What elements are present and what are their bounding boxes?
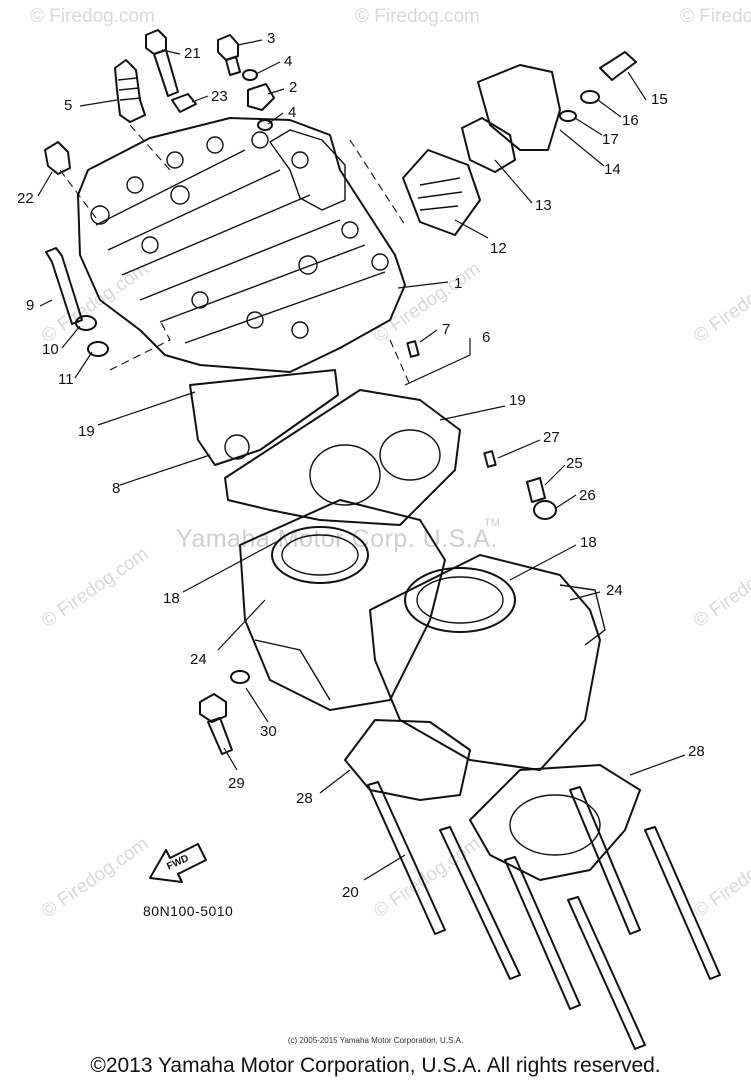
callout-4: 4 [288, 104, 297, 121]
callout-2: 2 [289, 79, 298, 96]
drain-bolt-and-washer [199, 670, 250, 755]
callout-17: 17 [602, 131, 619, 148]
callout-25: 25 [566, 455, 583, 472]
thermostat-housing [402, 51, 637, 236]
drawing-code: 80N100-5010 [143, 903, 234, 919]
forward-arrow-icon: FWD [149, 843, 207, 883]
callout-27: 27 [543, 429, 560, 446]
watermark-site: © Firedog.com [680, 6, 751, 27]
callout-24: 24 [190, 651, 207, 668]
small-copyright: (c) 2005-2015 Yamaha Motor Corporation, … [287, 1036, 464, 1045]
cylinder-head-cover [77, 117, 406, 373]
callout-9: 9 [26, 297, 35, 314]
watermark-site: © Firedog.com [355, 6, 480, 27]
cylinders [239, 499, 606, 771]
callout-13: 13 [535, 197, 552, 214]
callout-11: 11 [58, 371, 74, 388]
cylinder-base-gaskets [344, 719, 641, 881]
dowel-pins [406, 340, 557, 520]
callout-12: 12 [490, 240, 507, 257]
callout-4: 4 [284, 53, 293, 70]
callout-20: 20 [342, 884, 359, 901]
callout-14: 14 [604, 161, 621, 178]
callout-3: 3 [267, 30, 276, 47]
callout-8: 8 [112, 480, 121, 497]
alignment-dashes [59, 124, 411, 386]
callout-22: 22 [17, 190, 34, 207]
callout-19: 19 [509, 392, 526, 409]
callout-30: 30 [260, 723, 277, 740]
head-bolts [44, 29, 275, 175]
callout-1: 1 [454, 275, 463, 292]
callout-6: 6 [482, 329, 491, 346]
callout-26: 26 [579, 487, 596, 504]
callout-18: 18 [163, 590, 180, 607]
callout-7: 7 [442, 321, 451, 338]
callout-10: 10 [42, 341, 59, 358]
side-bolt-and-washers [45, 247, 109, 357]
callout-28: 28 [296, 790, 313, 807]
trademark-mark: TM [484, 517, 500, 529]
callout-5: 5 [64, 97, 73, 114]
callout-16: 16 [622, 112, 639, 129]
callout-15: 15 [651, 91, 668, 108]
callout-leaders [37, 39, 686, 881]
callout-18: 18 [580, 534, 597, 551]
spark-plug [114, 59, 146, 123]
footer-copyright: ©2013 Yamaha Motor Corporation, U.S.A. A… [90, 1054, 661, 1077]
callout-23: 23 [211, 88, 228, 105]
head-gaskets [189, 369, 461, 526]
callout-19: 19 [78, 423, 95, 440]
callout-29: 29 [228, 775, 245, 792]
cylinder-studs [367, 781, 721, 1050]
callout-21: 21 [184, 45, 201, 62]
callout-24: 24 [606, 582, 623, 599]
callout-28: 28 [688, 743, 705, 760]
watermark-site: © Firedog.com [30, 6, 155, 27]
